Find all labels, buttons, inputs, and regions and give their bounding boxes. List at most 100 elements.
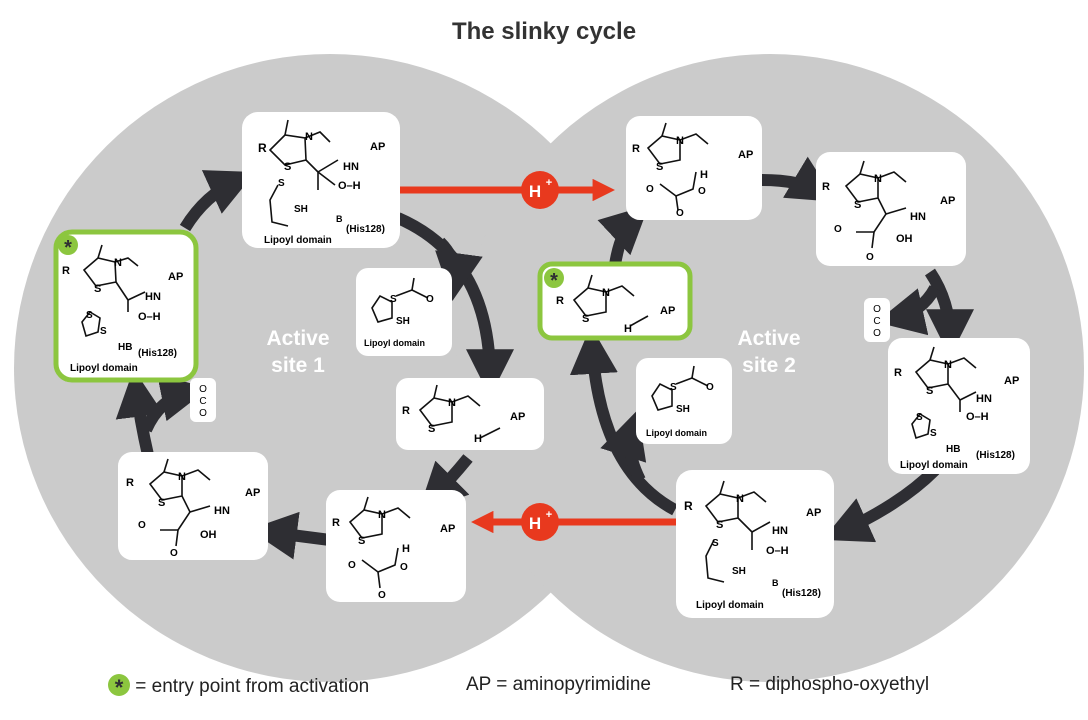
svg-text:N: N	[944, 359, 952, 371]
svg-text:O–H: O–H	[766, 545, 789, 557]
svg-text:S: S	[86, 310, 93, 321]
svg-text:R: R	[126, 477, 134, 489]
entry-star-icon	[58, 235, 78, 255]
arrow-bottom2-to-acetyl2	[600, 409, 647, 483]
svg-text:S: S	[94, 283, 101, 295]
svg-text:H: H	[624, 323, 632, 335]
svg-text:O: O	[873, 304, 881, 315]
svg-text:R: R	[684, 499, 693, 513]
svg-text:SH: SH	[396, 316, 410, 327]
svg-text:O–H: O–H	[966, 411, 989, 423]
co2-tile-2: O C O	[864, 298, 890, 342]
svg-text:AP: AP	[245, 487, 260, 499]
svg-text:S: S	[926, 385, 933, 397]
svg-text:HN: HN	[214, 505, 230, 517]
svg-text:N: N	[602, 287, 610, 299]
svg-text:Lipoyl domain: Lipoyl domain	[70, 363, 138, 374]
svg-text:S: S	[284, 161, 291, 173]
legend-entry-star-icon: *	[108, 674, 130, 700]
svg-text:Lipoyl domain: Lipoyl domain	[364, 338, 425, 348]
legend-r: R = diphospho-oxyethyl	[730, 674, 930, 695]
svg-text:(His128): (His128)	[782, 588, 821, 599]
svg-text:(His128): (His128)	[346, 224, 385, 235]
svg-text:O: O	[646, 184, 654, 195]
svg-text:OH: OH	[200, 529, 217, 541]
svg-text:O–H: O–H	[138, 311, 161, 323]
proton-transfer-arrows: H + H +	[400, 171, 676, 541]
card-pyruvate-site2: R S N AP H O O O	[626, 116, 762, 220]
svg-text:*: *	[550, 270, 558, 292]
active-site-2-label-line1: Active	[737, 327, 800, 350]
card-adduct-site2: R S N AP HN OH O O	[816, 152, 966, 266]
active-site-1-label-line1: Active	[266, 327, 329, 350]
svg-text:SH: SH	[294, 204, 308, 215]
svg-text:N: N	[378, 509, 386, 521]
card-bottom-site2: R S N AP HN O–H S SH B (His128) Lipoyl d…	[676, 470, 834, 618]
svg-text:S: S	[670, 382, 677, 393]
proton-label-bottom: H	[529, 514, 541, 533]
svg-text:B: B	[336, 214, 343, 224]
legend-entry-text: = entry point from activation	[135, 676, 370, 697]
svg-text:HN: HN	[772, 525, 788, 537]
svg-text:S: S	[582, 313, 589, 325]
svg-text:S: S	[854, 199, 861, 211]
svg-text:HN: HN	[910, 211, 926, 223]
proton-badge-top	[521, 171, 559, 209]
svg-text:R: R	[822, 181, 830, 193]
svg-text:OH: OH	[896, 233, 913, 245]
svg-text:Lipoyl domain: Lipoyl domain	[264, 235, 332, 246]
svg-text:HN: HN	[145, 291, 161, 303]
svg-text:O: O	[834, 224, 842, 235]
svg-text:O: O	[873, 328, 881, 339]
svg-text:(His128): (His128)	[138, 348, 177, 359]
arrow-co2-release1	[140, 374, 209, 433]
svg-text:R: R	[556, 295, 564, 307]
svg-text:AP: AP	[168, 271, 183, 283]
svg-text:C: C	[199, 396, 206, 407]
svg-text:H: H	[402, 543, 410, 555]
svg-text:N: N	[305, 131, 313, 143]
svg-text:O–H: O–H	[338, 180, 361, 192]
card-entry-site2: * R S N AP H	[537, 261, 693, 341]
arrow-adduct1-to-entry1	[115, 368, 164, 457]
svg-text:AP: AP	[1004, 375, 1019, 387]
svg-text:SH: SH	[676, 404, 690, 415]
svg-text:(His128): (His128)	[976, 450, 1015, 461]
svg-text:R: R	[332, 517, 340, 529]
proton-badge-bottom	[521, 503, 559, 541]
svg-text:AP: AP	[940, 195, 955, 207]
proton-sup-top: +	[546, 177, 552, 189]
active-site-2-label-line2: site 2	[742, 354, 796, 377]
svg-text:S: S	[656, 161, 663, 173]
svg-text:AP: AP	[370, 141, 385, 153]
svg-text:O: O	[866, 252, 874, 263]
svg-text:S: S	[716, 519, 723, 531]
arrow-top1-to-acetyl1	[435, 237, 483, 302]
intermediate-cards: R S N AP HN O–H S SH B (His128) Lipoyl d…	[53, 112, 1030, 618]
card-acetyl-lipoyl-site1: S O SH Lipoyl domain	[356, 268, 452, 356]
card-ylide-site1: R S N AP H	[396, 378, 544, 450]
svg-text:AP: AP	[806, 507, 821, 519]
svg-text:HN: HN	[343, 161, 359, 173]
svg-text:S: S	[712, 538, 719, 549]
svg-text:S: S	[278, 178, 285, 189]
proton-sup-bottom: +	[546, 509, 552, 521]
svg-text:S: S	[916, 412, 923, 423]
svg-text:Lipoyl domain: Lipoyl domain	[696, 600, 764, 611]
svg-text:H: H	[474, 433, 482, 445]
arrow-adduct2-to-hydroxy2	[924, 268, 974, 358]
svg-text:R: R	[62, 265, 70, 277]
card-pyruvate-site1: R S N AP H O O O	[326, 490, 466, 602]
card-adduct-site1: R S N AP HN OH O O	[118, 452, 268, 560]
svg-text:C: C	[873, 316, 880, 327]
svg-text:R: R	[894, 367, 902, 379]
arrow-pyruvate1-to-adduct1	[248, 511, 331, 560]
card-hydroxy-site2: R S N AP HN O–H S S HB (His128) Lipoyl d…	[888, 338, 1030, 474]
svg-text:N: N	[178, 471, 186, 483]
diagram-title: The slinky cycle	[451, 18, 637, 45]
svg-text:O: O	[698, 186, 706, 197]
svg-text:AP: AP	[660, 305, 675, 317]
svg-text:S: S	[930, 428, 937, 439]
svg-text:R: R	[402, 405, 410, 417]
